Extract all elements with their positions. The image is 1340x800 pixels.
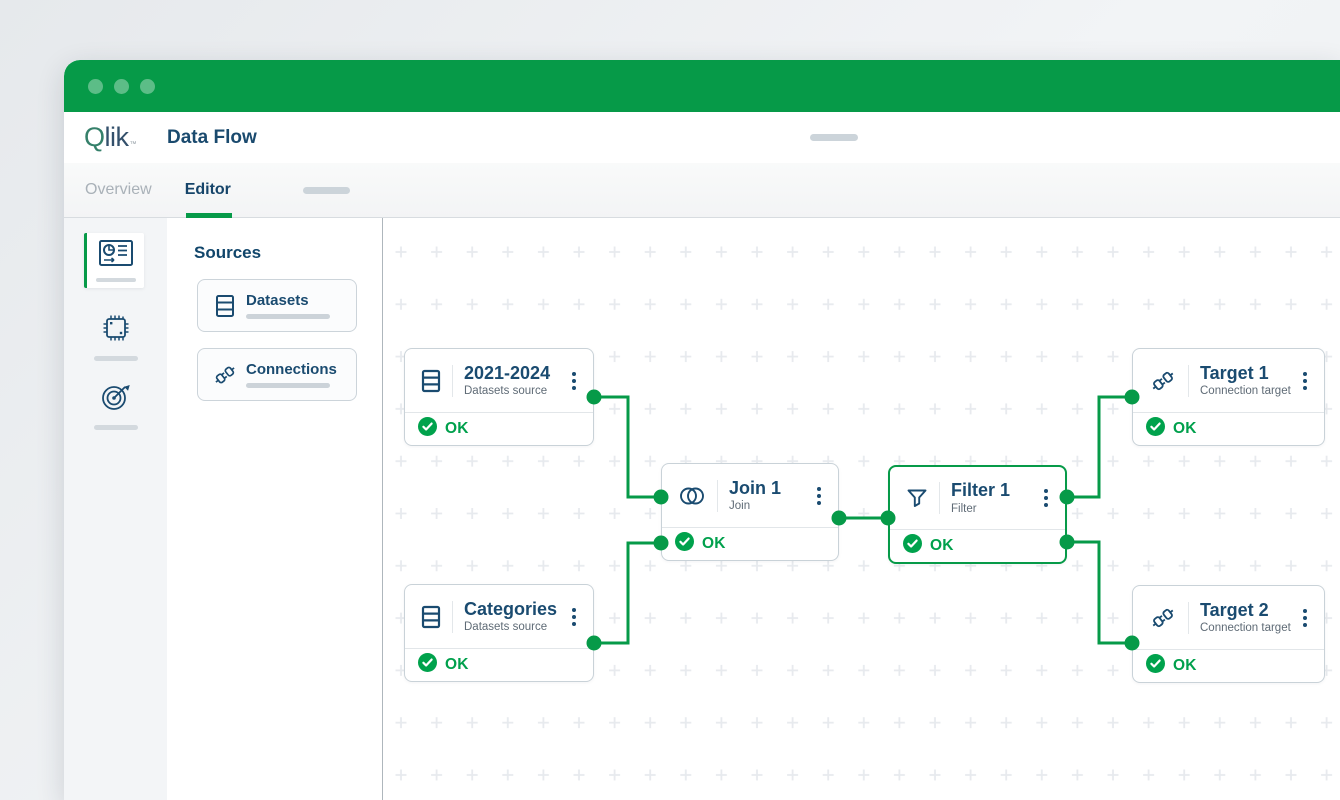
node-menu-button[interactable] xyxy=(567,604,581,630)
node-subtitle: Filter xyxy=(951,502,977,515)
flow-node-join1[interactable]: Join 1 Join OK xyxy=(661,463,839,561)
tab-placeholder xyxy=(302,186,350,194)
connections-icon xyxy=(1149,604,1177,632)
sources-heading: Sources xyxy=(194,243,262,262)
flow-node-target2[interactable]: Target 2 Connection target OK xyxy=(1132,585,1325,683)
status-label: OK xyxy=(930,537,954,554)
status-ok-icon xyxy=(675,532,694,556)
join-icon xyxy=(678,486,706,506)
node-menu-button[interactable] xyxy=(1298,605,1312,631)
report-icon xyxy=(98,239,134,272)
node-subtitle: Connection target xyxy=(1200,622,1291,635)
status-label: OK xyxy=(702,535,726,552)
node-title: Target 1 xyxy=(1200,362,1269,383)
node-subtitle: Datasets source xyxy=(464,621,548,634)
window-titlebar xyxy=(64,60,1340,112)
node-title: Join 1 xyxy=(729,477,782,498)
datasets-icon xyxy=(212,294,238,318)
left-icon-rail xyxy=(64,218,167,800)
connections-icon xyxy=(1149,367,1177,395)
header-placeholder xyxy=(810,134,858,141)
node-title: Target 2 xyxy=(1200,599,1269,620)
flow-node-2021-2024[interactable]: 2021-2024 Datasets source OK xyxy=(404,348,594,446)
flow-node-target1[interactable]: Target 1 Connection target OK xyxy=(1132,348,1325,446)
tab-bar: Overview Editor xyxy=(64,163,1340,218)
status-ok-icon xyxy=(1146,417,1165,441)
sources-panel: Sources Datasets xyxy=(167,218,383,800)
rail-placeholder xyxy=(93,356,138,361)
datasets-icon xyxy=(421,604,441,630)
node-title: Categories xyxy=(464,598,558,619)
chip-icon xyxy=(101,313,131,348)
node-title: Filter 1 xyxy=(951,480,1011,501)
source-card-placeholder xyxy=(246,314,330,319)
rail-item-targets[interactable] xyxy=(64,382,167,430)
status-ok-icon xyxy=(418,653,437,677)
status-ok-icon xyxy=(903,534,922,558)
flow-canvas[interactable]: 2021-2024 Datasets source OK xyxy=(383,218,1340,800)
node-menu-button[interactable] xyxy=(567,368,581,394)
status-ok-icon xyxy=(418,417,437,441)
rail-item-transform[interactable] xyxy=(64,313,167,361)
status-label: OK xyxy=(1173,420,1197,437)
canvas-grid xyxy=(383,218,1340,800)
window-dot[interactable] xyxy=(140,78,155,94)
source-card-connections[interactable]: Connections xyxy=(197,348,357,401)
window-dot[interactable] xyxy=(114,78,129,94)
node-subtitle: Datasets source xyxy=(464,385,548,398)
window-dot[interactable] xyxy=(88,78,103,94)
node-menu-button[interactable] xyxy=(1039,485,1053,511)
page-title: Data Flow xyxy=(167,126,257,148)
source-card-placeholder xyxy=(246,383,330,388)
node-menu-button[interactable] xyxy=(1298,368,1312,394)
source-card-label: Datasets xyxy=(246,292,309,309)
datasets-icon xyxy=(421,368,441,394)
node-subtitle: Connection target xyxy=(1200,385,1291,398)
tab-editor[interactable]: Editor xyxy=(185,163,232,218)
tab-overview[interactable]: Overview xyxy=(85,181,152,198)
node-subtitle: Join xyxy=(729,500,751,513)
connections-icon xyxy=(212,362,238,388)
rail-item-dataflow[interactable] xyxy=(84,233,144,288)
flow-node-filter1[interactable]: Filter 1 Filter OK xyxy=(888,465,1067,564)
filter-icon xyxy=(906,487,928,509)
source-card-label: Connections xyxy=(246,361,337,378)
status-label: OK xyxy=(445,656,469,673)
status-label: OK xyxy=(1173,657,1197,674)
source-card-datasets[interactable]: Datasets xyxy=(197,279,357,332)
rail-placeholder xyxy=(95,278,136,282)
status-label: OK xyxy=(445,420,469,437)
status-ok-icon xyxy=(1146,654,1165,678)
node-menu-button[interactable] xyxy=(812,483,826,509)
node-title: 2021-2024 xyxy=(464,362,551,383)
target-icon xyxy=(100,382,132,417)
flow-node-categories[interactable]: Categories Datasets source OK xyxy=(404,584,594,682)
rail-placeholder xyxy=(93,425,138,430)
